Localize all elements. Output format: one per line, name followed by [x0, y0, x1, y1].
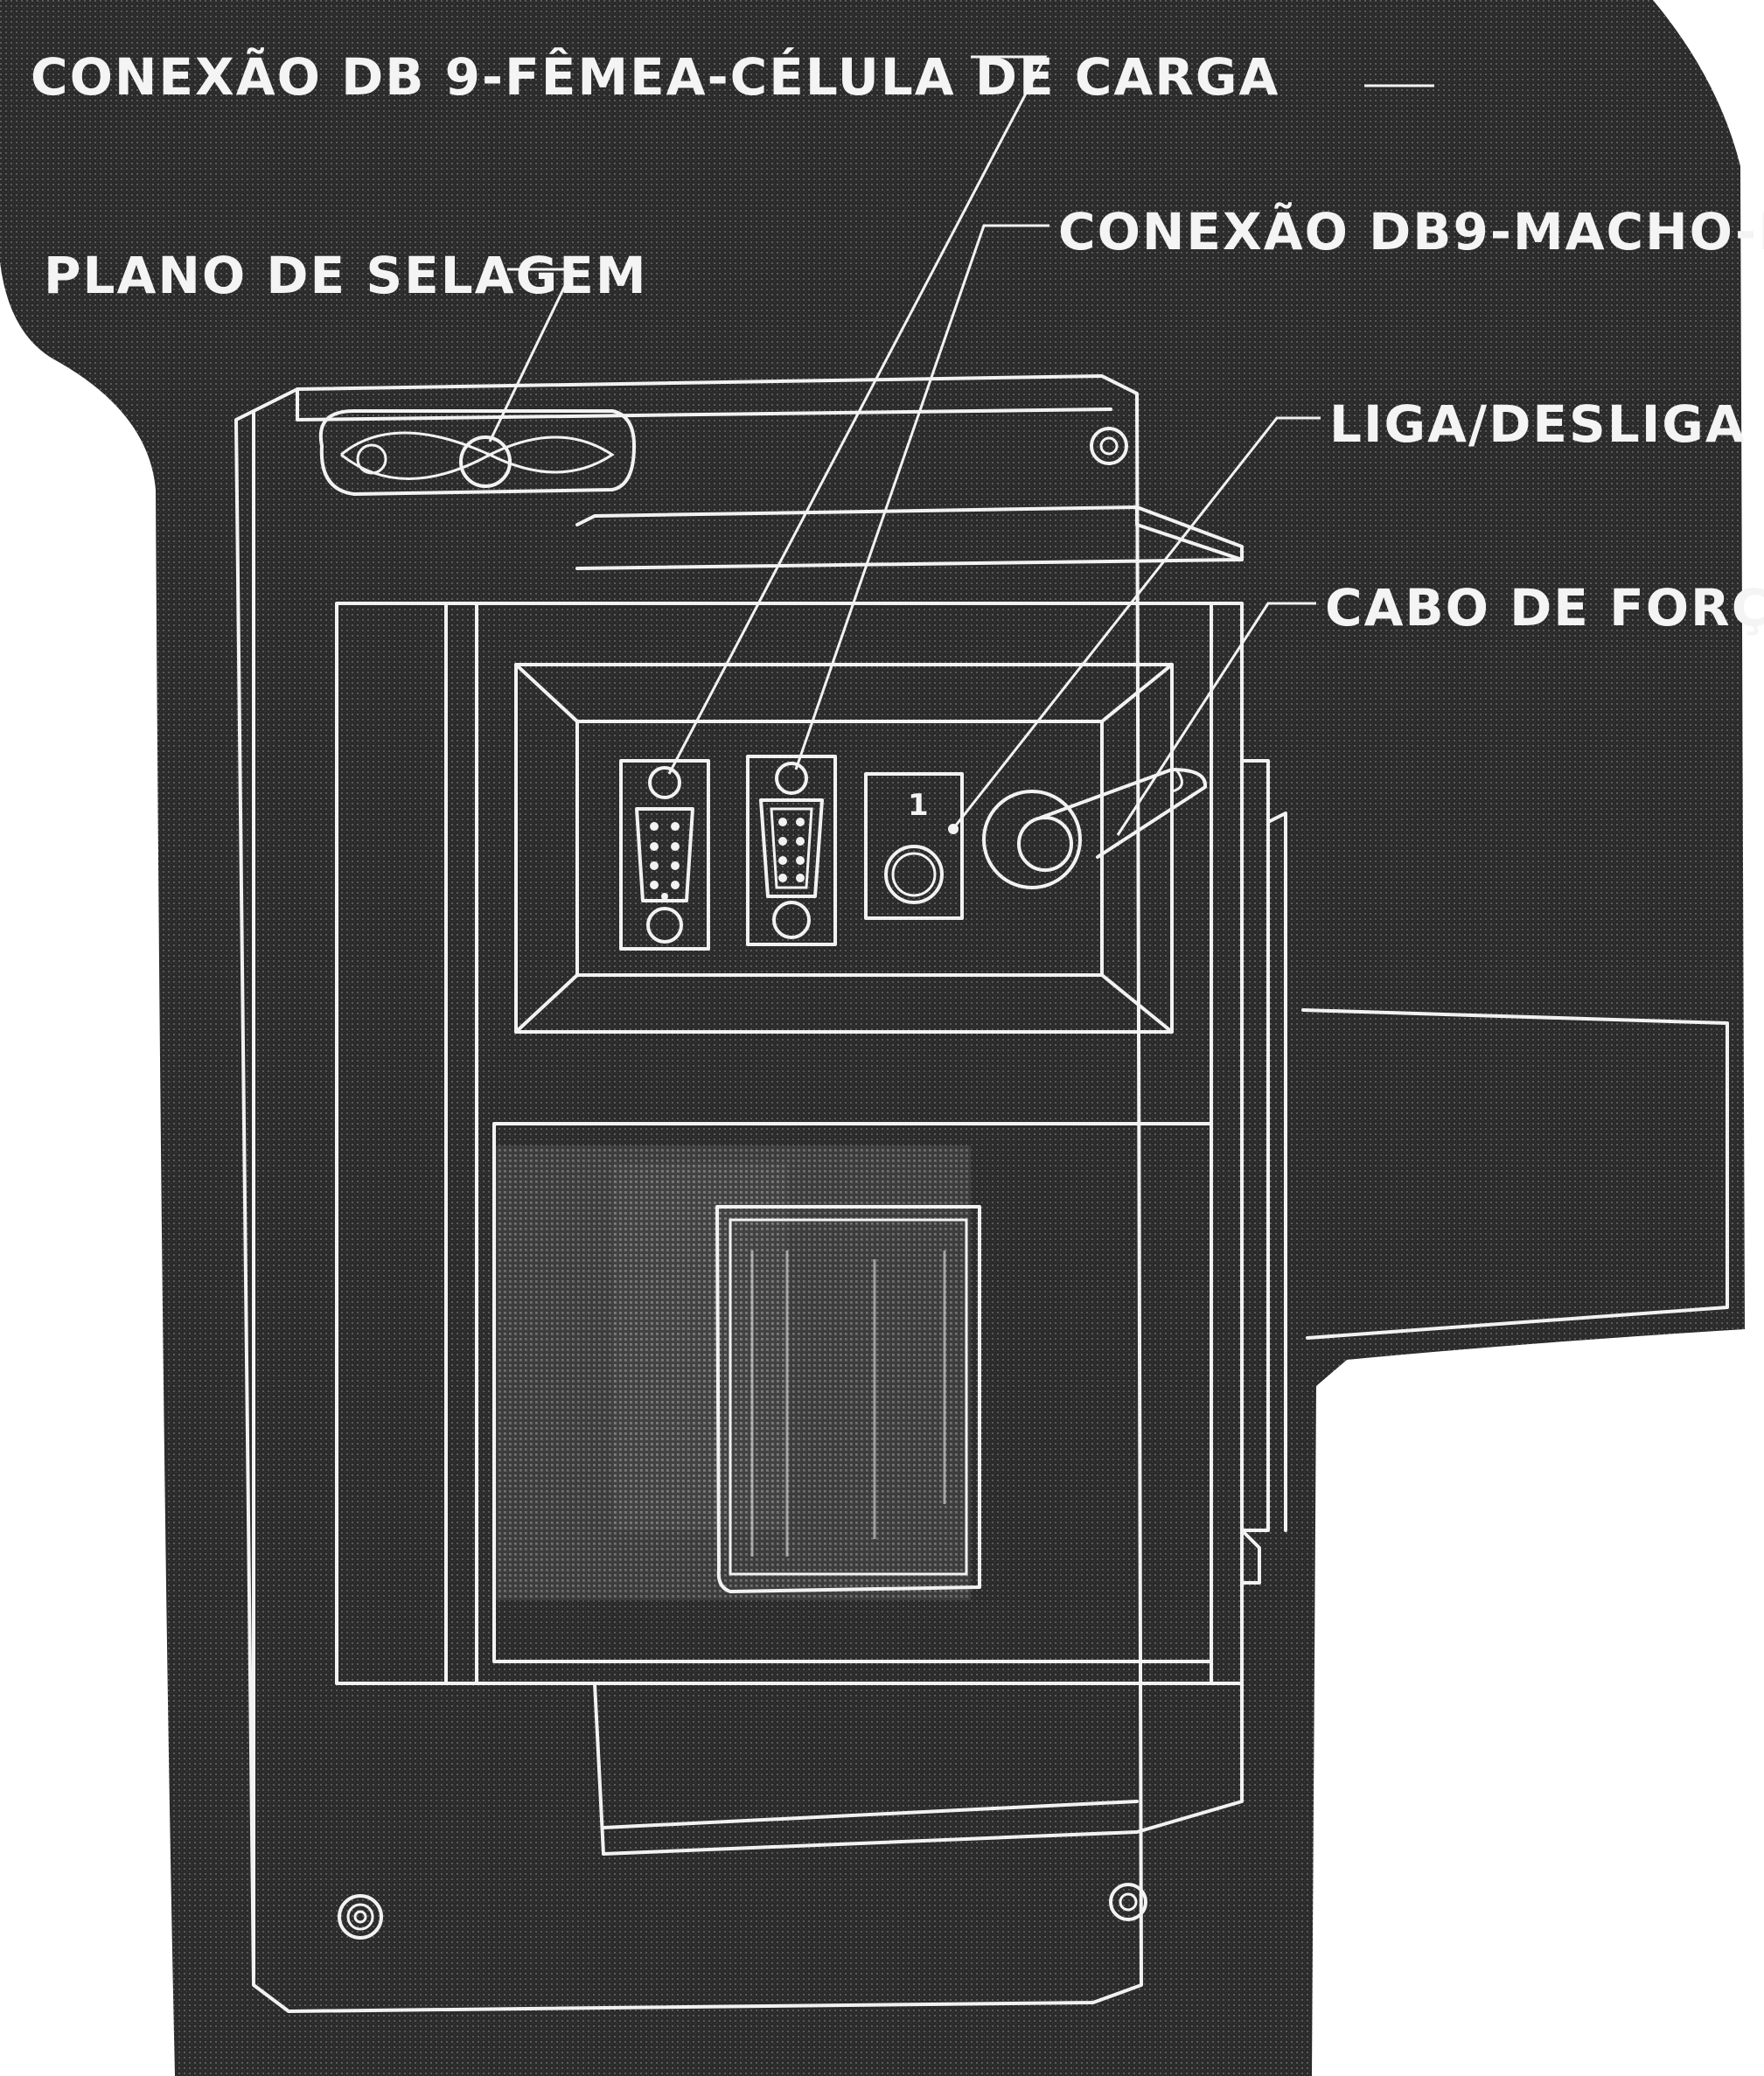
label-sealing-plane: PLANO DE SELAGEM — [44, 246, 648, 305]
top-right-screw-inner — [1099, 436, 1119, 456]
power-cable — [982, 768, 1208, 889]
sealing-slot — [318, 409, 636, 496]
db9-female-connector — [619, 759, 710, 951]
leader-sealing-plane — [488, 268, 575, 442]
label-db9-male-rs232: CONEXÃO DB9-MACHO-RS232 — [1058, 201, 1764, 261]
connector-recess-inner — [575, 720, 1104, 977]
seal-lead — [459, 435, 512, 488]
leader-on-off — [953, 416, 1321, 827]
recess-bevel-lines — [514, 663, 1174, 1034]
leader-lines — [488, 55, 1321, 836]
label-plate-fine-print — [750, 1250, 946, 1557]
bottom-left-screw — [338, 1894, 383, 1940]
db9-male-connector — [746, 755, 837, 946]
right-side-rails — [1240, 759, 1287, 1585]
leader-db9-female — [667, 55, 1048, 775]
label-on-off: LIGA/DESLIGA — [1329, 394, 1747, 454]
shading-strip — [612, 1163, 787, 1530]
leader-db9-male — [794, 224, 1049, 770]
bottom-right-screw — [1109, 1883, 1147, 1921]
outer-housing — [234, 374, 1143, 2013]
right-side-bracket — [1301, 1008, 1729, 1340]
main-panel — [335, 602, 1244, 1685]
main-panel-left-rail — [444, 602, 478, 1685]
top-rim — [296, 387, 1112, 421]
seal-screw-left — [356, 443, 387, 475]
bottom-step-block — [593, 1682, 1244, 1856]
type-label-inner — [729, 1218, 968, 1576]
upper-step-edge — [1135, 505, 1244, 561]
on-off-switch: 1 — [864, 772, 964, 920]
top-right-screw — [1090, 427, 1128, 465]
bottom-step-edge — [602, 1800, 1139, 1829]
type-label-plate — [715, 1205, 981, 1593]
connector-recess-outer — [514, 663, 1174, 1034]
leader-power-cable — [1116, 602, 1316, 836]
label-power-cable: CABO DE FORÇA — [1325, 578, 1764, 637]
seal-wire — [340, 431, 615, 480]
label-db9-female-load-cell: CONEXÃO DB 9-FÊMEA-CÉLULA DE CARGA — [31, 46, 1279, 107]
switch-mark: 1 — [908, 788, 929, 823]
lower-panel — [492, 1122, 1213, 1663]
